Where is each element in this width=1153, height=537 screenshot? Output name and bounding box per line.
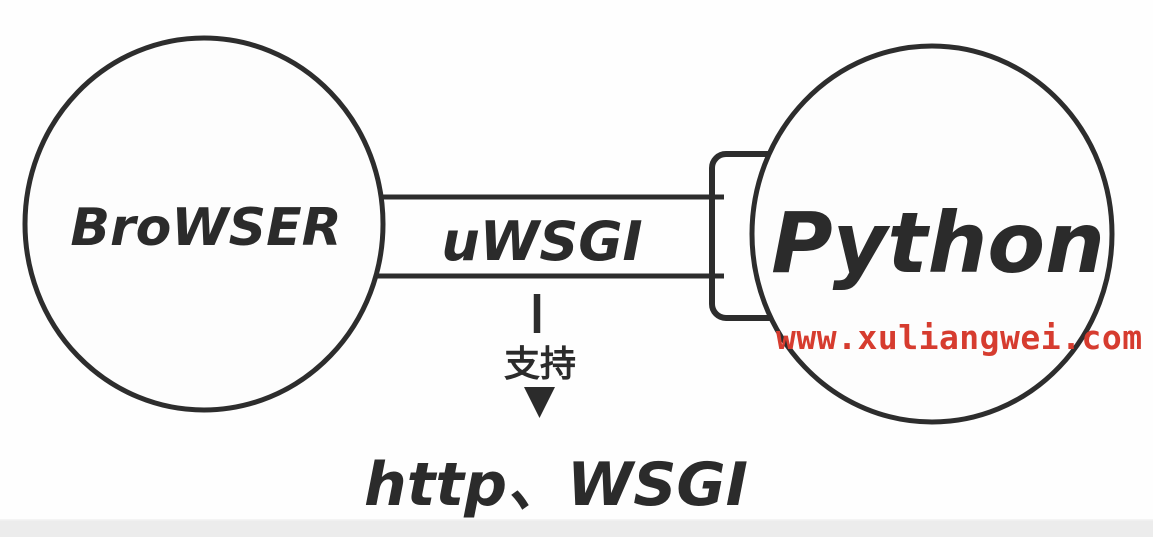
arrow-down-icon — [524, 387, 555, 418]
support-label: 支持 — [504, 344, 576, 385]
python-node-circle — [749, 43, 1115, 425]
python-node-label: Python — [771, 194, 1105, 292]
browser-node-circle — [22, 35, 386, 413]
footer-bar — [0, 520, 1153, 537]
uwsgi-pipe-label: uWSGI — [441, 210, 642, 273]
browser-node-label: BroWSER — [70, 198, 341, 258]
watermark-text: www.xuliangwei.com — [776, 318, 1143, 357]
protocols-label: http、WSGI — [364, 450, 748, 520]
footer-bar-edge — [0, 519, 1153, 521]
